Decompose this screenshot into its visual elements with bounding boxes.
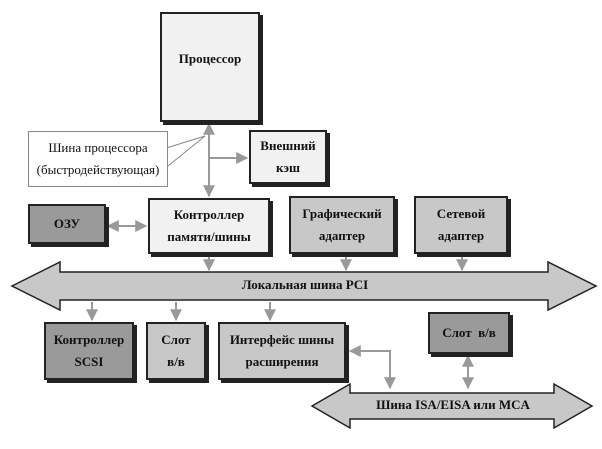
ram-label: ОЗУ	[53, 215, 81, 231]
pci-bus-shape	[10, 260, 598, 312]
pci-slot-line1: Слот	[161, 331, 191, 347]
network-adapter-box: Сетевой адаптер	[414, 196, 508, 254]
expansion-interface-line1: Интерфейс шины	[229, 331, 335, 347]
isa-slot-box: Слот в/в	[428, 312, 510, 354]
processor-box: Процессор	[160, 12, 260, 122]
cpu-bus-callout: Шина процессора (быстродействующая)	[28, 131, 168, 187]
expansion-interface-box: Интерфейс шины расширения	[218, 322, 346, 380]
pci-bus-label: Локальная шина PCI	[241, 277, 369, 292]
cpu-bus-callout-line2: (быстродействующая)	[36, 162, 160, 177]
pci-slot-box: Слот в/в	[146, 322, 206, 380]
graphics-adapter-box: Графический адаптер	[289, 196, 395, 254]
expansion-isa-link	[348, 345, 396, 390]
memory-controller-line2: памяти/шины	[167, 229, 251, 244]
graphics-adapter-line1: Графический	[302, 205, 382, 221]
isa-slot-label: Слот в/в	[442, 324, 496, 340]
graphics-adapter-line2: адаптер	[318, 228, 366, 243]
external-cache-line1: Внешний	[260, 137, 316, 153]
scsi-controller-box: Контроллер SCSI	[44, 322, 134, 380]
scsi-controller-line1: Контроллер	[53, 331, 125, 347]
processor-label: Процессор	[178, 51, 242, 66]
cpu-bus-callout-line1: Шина процессора	[48, 139, 148, 155]
ram-box: ОЗУ	[28, 204, 106, 244]
external-cache-box: Внешний кэш	[249, 130, 327, 184]
memory-controller-line1: Контроллер	[173, 206, 245, 222]
network-adapter-line2: адаптер	[437, 228, 485, 243]
memory-controller-box: Контроллер памяти/шины	[148, 198, 270, 254]
external-cache-line2: кэш	[276, 160, 300, 175]
isa-bus-label: Шина ISA/EISA или MCA	[376, 397, 530, 412]
expansion-interface-line2: расширения	[245, 354, 319, 369]
isa-bus-shape	[310, 382, 594, 430]
pci-slot-line2: в/в	[167, 354, 185, 369]
network-adapter-line1: Сетевой	[436, 205, 486, 221]
scsi-controller-line2: SCSI	[74, 354, 104, 369]
